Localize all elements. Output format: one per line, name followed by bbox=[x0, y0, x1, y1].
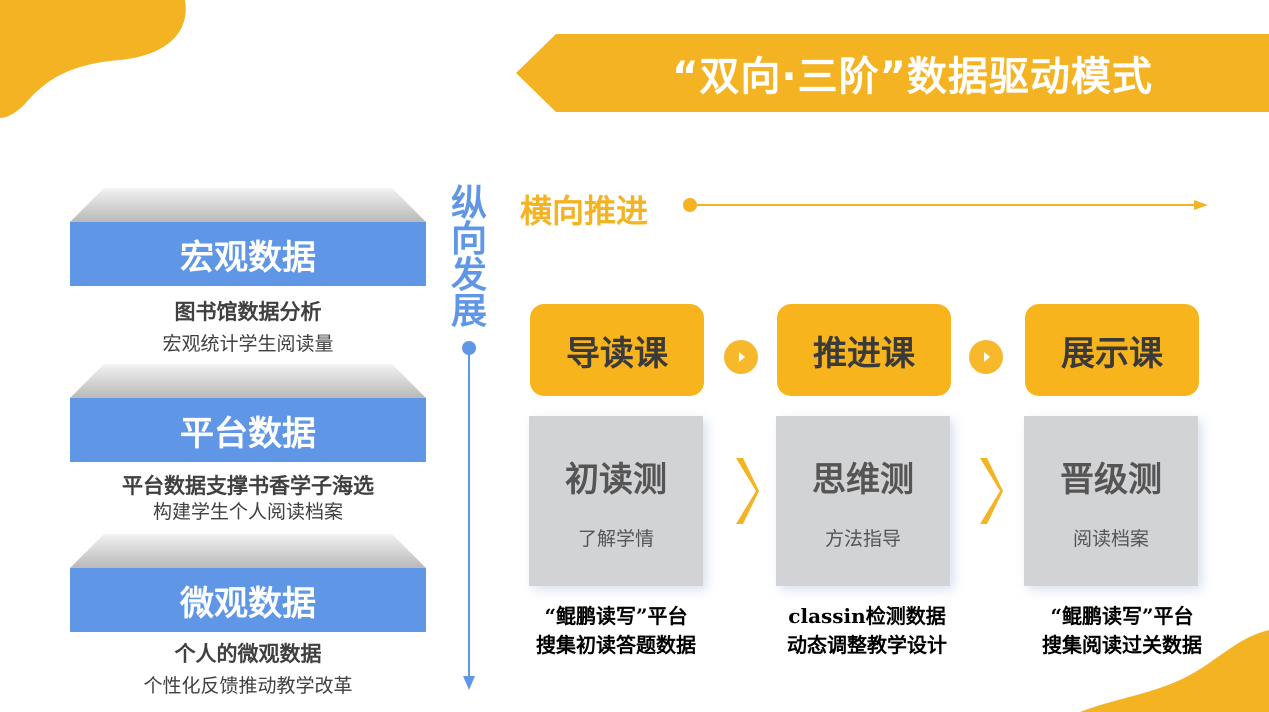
data-level-cap bbox=[70, 188, 426, 222]
stage-caption: “鲲鹏读写”平台 搜集阅读过关数据 bbox=[1002, 602, 1242, 660]
stage-caption: “鲲鹏读写”平台 搜集初读答题数据 bbox=[496, 602, 736, 660]
vertical-axis-char: 展 bbox=[450, 291, 487, 332]
course-box-advance: 推进课 bbox=[777, 304, 951, 396]
next-arrow-icon bbox=[724, 340, 758, 374]
data-level-line2: 构建学生个人阅读档案 bbox=[152, 501, 343, 523]
stage-caption-line: 搜集阅读过关数据 bbox=[1042, 633, 1202, 657]
test-card-subtitle: 了解学情 bbox=[577, 528, 654, 550]
stage-caption: classin检测数据 动态调整教学设计 bbox=[747, 602, 987, 660]
stage-caption-line: “鲲鹏读写”平台 bbox=[1050, 604, 1194, 628]
title-banner: “双向·三阶”数据驱动模式 bbox=[516, 34, 1269, 112]
stage-caption-line: 搜集初读答题数据 bbox=[536, 633, 696, 657]
data-level-title: 宏观数据 bbox=[70, 222, 426, 286]
chevron-right-icon bbox=[980, 458, 1003, 524]
vertical-axis-char: 向 bbox=[450, 219, 487, 260]
course-box-showcase: 展示课 bbox=[1025, 304, 1199, 396]
data-level-cap bbox=[70, 534, 426, 568]
horizontal-axis-label: 横向推进 bbox=[520, 192, 649, 230]
test-card-title: 思维测 bbox=[812, 460, 914, 500]
stage-caption-line: 动态调整教学设计 bbox=[787, 633, 947, 657]
vertical-axis-char: 发 bbox=[450, 255, 487, 296]
vertical-axis-label: 纵 向 发 展 bbox=[449, 186, 489, 330]
chevron-right-icon bbox=[736, 458, 759, 524]
data-level-title: 平台数据 bbox=[70, 398, 426, 462]
data-level-line1: 个人的微观数据 bbox=[174, 642, 322, 666]
stage-caption-line: classin检测数据 bbox=[788, 604, 946, 628]
corner-blob-top-left bbox=[0, 0, 186, 118]
page-title: “双向·三阶”数据驱动模式 bbox=[672, 54, 1153, 100]
vertical-axis-arrow bbox=[462, 341, 476, 690]
data-level-title: 微观数据 bbox=[70, 568, 426, 632]
data-level-line2: 宏观统计学生阅读量 bbox=[162, 333, 334, 355]
data-level-line2: 个性化反馈推动教学改革 bbox=[143, 675, 353, 697]
stage-caption-line: “鲲鹏读写”平台 bbox=[544, 604, 688, 628]
data-level-cap bbox=[70, 364, 426, 398]
course-box-intro: 导读课 bbox=[530, 304, 704, 396]
vertical-axis-char: 纵 bbox=[450, 183, 487, 224]
next-arrow-icon bbox=[969, 340, 1003, 374]
corner-blob-bottom-right bbox=[1080, 630, 1269, 712]
data-level-line1: 图书馆数据分析 bbox=[174, 300, 322, 324]
test-card-title: 初读测 bbox=[565, 460, 667, 500]
test-card-first-read: 初读测 了解学情 bbox=[529, 416, 703, 586]
test-card-promotion: 晋级测 阅读档案 bbox=[1024, 416, 1198, 586]
test-card-thinking: 思维测 方法指导 bbox=[776, 416, 950, 586]
horizontal-axis-arrow bbox=[683, 198, 1208, 212]
test-card-subtitle: 方法指导 bbox=[824, 528, 901, 550]
test-card-subtitle: 阅读档案 bbox=[1072, 528, 1149, 550]
data-level-line1: 平台数据支撑书香学子海选 bbox=[122, 474, 374, 498]
test-card-title: 晋级测 bbox=[1060, 460, 1162, 500]
